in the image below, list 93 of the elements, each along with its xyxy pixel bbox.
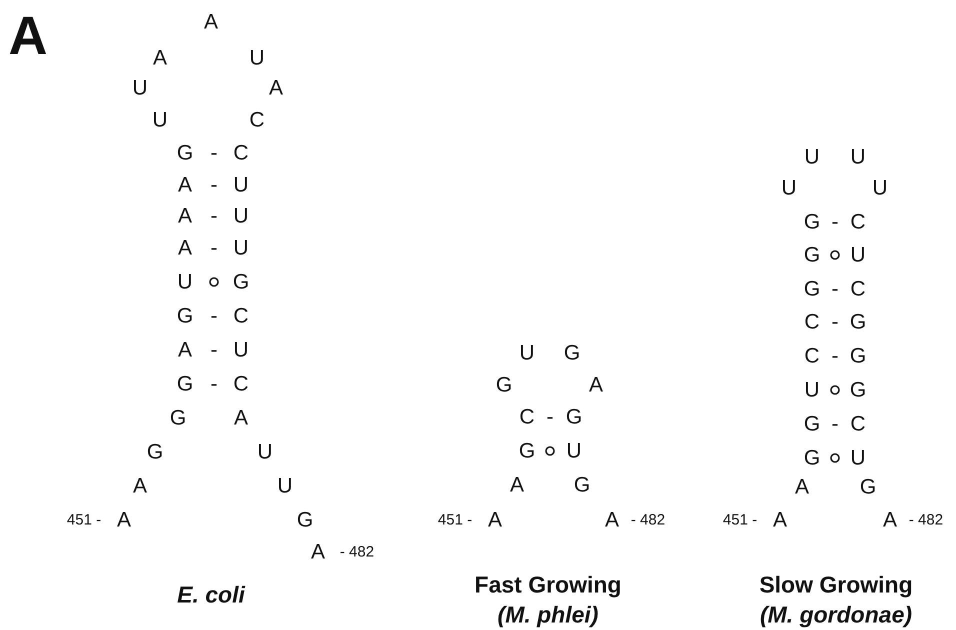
nucleotide-letter: C <box>804 312 820 332</box>
nucleotide-letter: A <box>117 510 131 530</box>
position-number: - 482 <box>630 512 666 528</box>
nucleotide-letter: G <box>804 448 820 468</box>
nucleotide-letter: U <box>257 442 273 462</box>
nucleotide-letter: A <box>178 340 192 360</box>
nucleotide-letter: G <box>804 212 820 232</box>
base-pair-dash: - <box>832 312 838 332</box>
nucleotide-letter: A <box>883 510 897 530</box>
nucleotide-letter: G <box>496 374 512 396</box>
nucleotide-letter: C <box>233 374 249 394</box>
base-pair-dash: - <box>210 306 218 326</box>
base-pair-dash: - <box>210 238 218 258</box>
nucleotide-letter: G <box>232 272 250 292</box>
position-number: - 482 <box>908 512 944 528</box>
nucleotide-letter: C <box>850 212 866 232</box>
nucleotide-letter: A <box>153 48 167 68</box>
nucleotide-letter: A <box>269 78 283 98</box>
base-pair-dash: - <box>210 340 218 360</box>
nucleotide-letter: C <box>850 414 866 434</box>
panel-letter: A <box>8 9 48 63</box>
nucleotide-letter: A <box>178 206 192 226</box>
position-number: 451 - <box>722 512 758 528</box>
base-pair-dash: - <box>832 212 838 232</box>
species-caption: (M. phlei) <box>498 604 598 626</box>
species-caption: E. coli <box>177 584 245 606</box>
nucleotide-letter: U <box>277 476 293 496</box>
nucleotide-letter: G <box>804 244 820 266</box>
nucleotide-letter: G <box>860 476 876 498</box>
species-caption: (M. gordonae) <box>760 604 912 626</box>
nucleotide-letter: U <box>804 146 820 168</box>
nucleotide-letter: G <box>176 306 194 326</box>
nucleotide-letter: G <box>176 374 194 394</box>
nucleotide-letter: U <box>233 174 249 196</box>
nucleotide-letter: A <box>178 238 192 258</box>
nucleotide-letter: C <box>249 110 265 130</box>
species-caption: Slow Growing <box>759 574 913 596</box>
nucleotide-letter: U <box>233 340 249 360</box>
base-pair-dash: - <box>210 374 218 394</box>
nucleotide-letter: A <box>773 510 787 530</box>
position-number: 451 - <box>438 512 472 528</box>
nucleotide-letter: U <box>850 146 866 168</box>
nucleotide-letter: A <box>178 174 192 196</box>
nucleotide-letter: G <box>518 440 536 462</box>
base-pair-dash: - <box>210 206 218 226</box>
nucleotide-letter: U <box>233 206 249 226</box>
nucleotide-letter: G <box>296 510 314 530</box>
nucleotide-letter: U <box>850 448 866 468</box>
nucleotide-letter: A <box>488 510 502 530</box>
nucleotide-letter: U <box>152 110 168 130</box>
base-pair-dash: - <box>832 414 838 434</box>
nucleotide-letter: U <box>132 78 148 98</box>
base-pair-dash: - <box>546 406 554 428</box>
nucleotide-letter: G <box>850 346 866 366</box>
nucleotide-letter: U <box>177 272 193 292</box>
nucleotide-letter: G <box>566 406 582 428</box>
nucleotide-letter: G <box>146 442 164 462</box>
base-pair-dash: - <box>210 174 218 196</box>
nucleotide-letter: U <box>850 244 866 266</box>
nucleotide-letter: U <box>233 238 249 258</box>
position-number: 451 - <box>66 512 102 528</box>
base-pair-dash: - <box>832 278 838 300</box>
nucleotide-letter: U <box>804 380 820 400</box>
nucleotide-letter: U <box>566 440 582 462</box>
nucleotide-letter: C <box>804 346 820 366</box>
nucleotide-letter: U <box>249 48 265 68</box>
nucleotide-letter: G <box>170 408 186 428</box>
nucleotide-letter: A <box>510 474 524 496</box>
nucleotide-letter: U <box>872 178 888 198</box>
nucleotide-letter: G <box>176 142 194 164</box>
position-number: - 482 <box>340 544 374 560</box>
nucleotide-letter: G <box>574 474 590 496</box>
nucleotide-letter: G <box>804 414 820 434</box>
nucleotide-letter: A <box>311 542 325 562</box>
base-pair-dash: - <box>832 346 838 366</box>
nucleotide-letter: A <box>204 12 218 32</box>
nucleotide-letter: A <box>795 476 809 498</box>
nucleotide-letter: A <box>133 476 147 496</box>
nucleotide-letter: C <box>233 306 249 326</box>
nucleotide-letter: C <box>519 406 535 428</box>
nucleotide-letter: G <box>850 380 866 400</box>
nucleotide-letter: U <box>519 342 535 364</box>
nucleotide-letter: A <box>234 408 248 428</box>
nucleotide-letter: G <box>850 312 866 332</box>
nucleotide-letter: A <box>589 374 603 396</box>
species-caption: Fast Growing <box>474 574 622 596</box>
nucleotide-letter: C <box>233 142 249 164</box>
nucleotide-letter: G <box>804 278 820 300</box>
nucleotide-letter: A <box>605 510 619 530</box>
nucleotide-letter: C <box>850 278 866 300</box>
base-pair-dash: - <box>210 142 218 164</box>
nucleotide-letter: U <box>781 178 797 198</box>
nucleotide-letter: G <box>564 342 580 364</box>
